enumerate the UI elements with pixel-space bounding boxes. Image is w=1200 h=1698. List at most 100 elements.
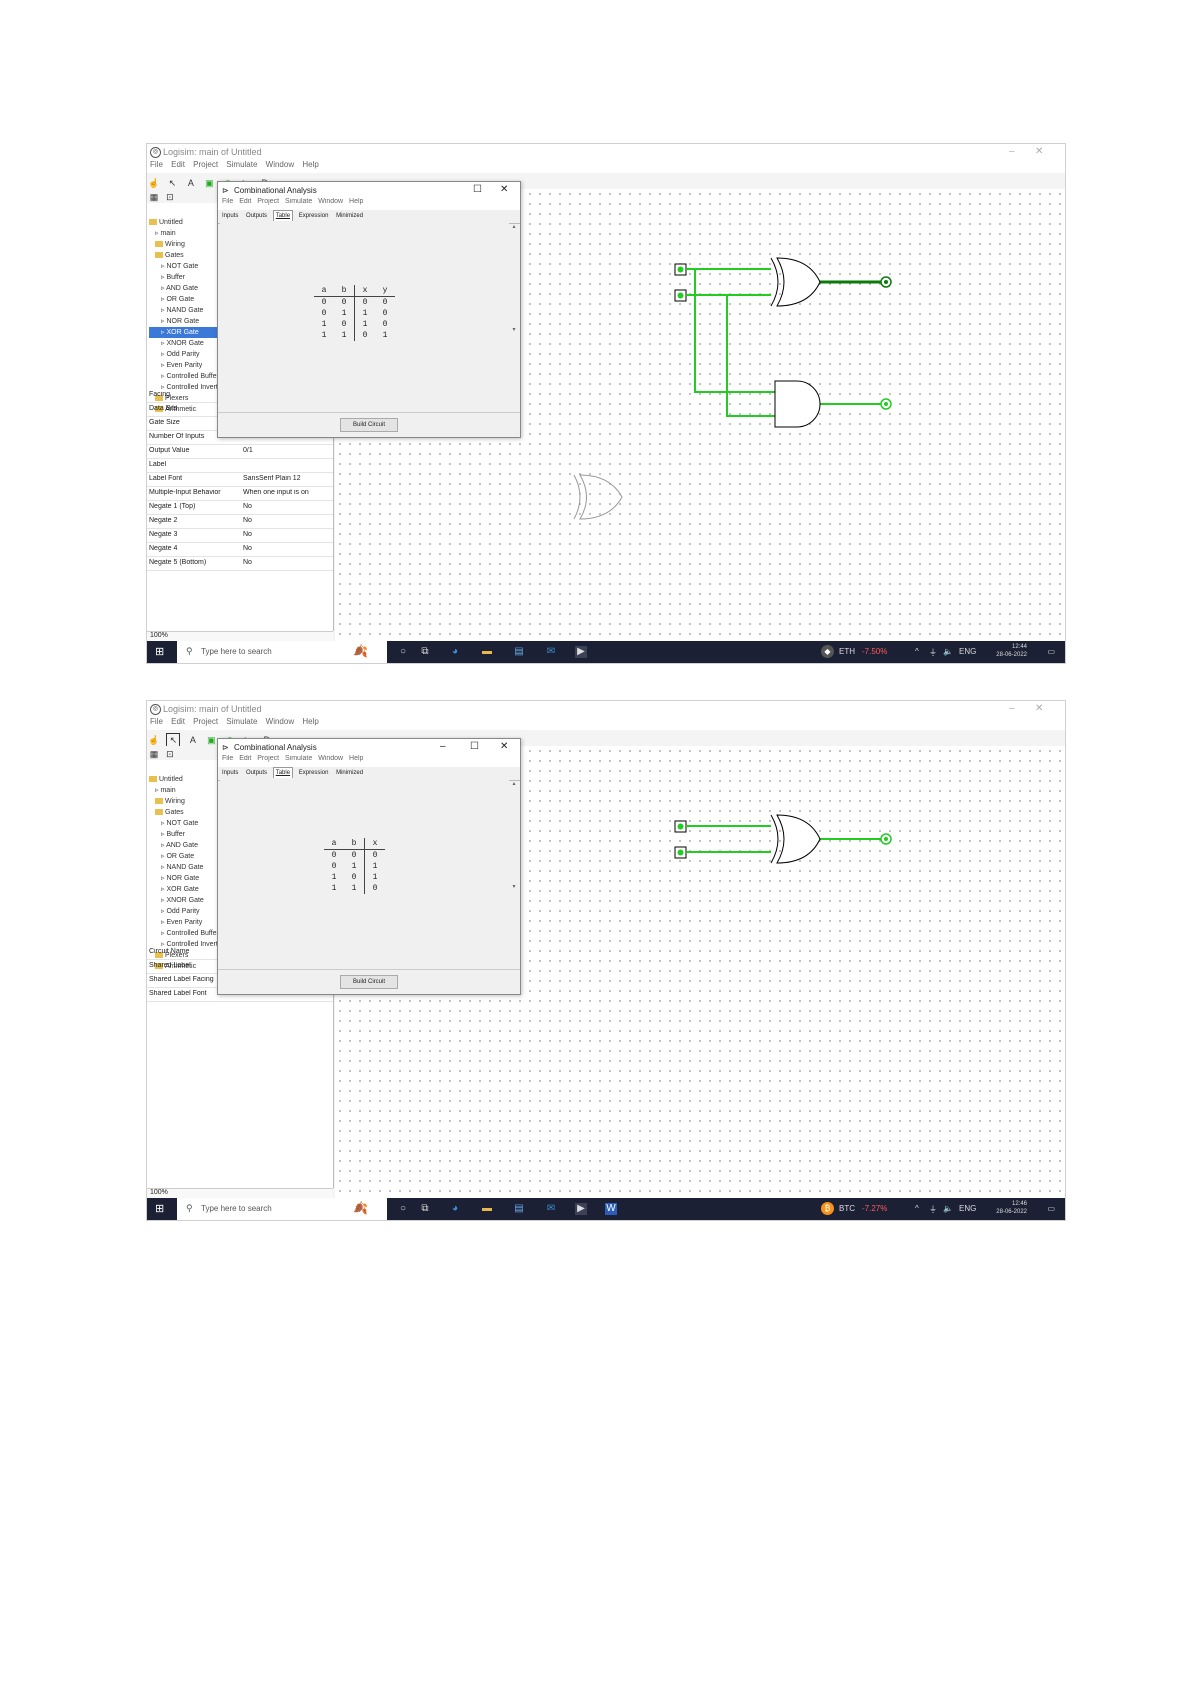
- tab-table[interactable]: Table: [272, 210, 294, 221]
- tree-item[interactable]: ▹ NOR Gate: [149, 873, 219, 884]
- poke-tool-icon[interactable]: ☝: [148, 735, 160, 745]
- tree-item[interactable]: ▹ XOR Gate: [149, 884, 219, 895]
- output-cell[interactable]: 1: [382, 331, 388, 340]
- attribute-value[interactable]: No: [243, 503, 252, 510]
- minimize-icon[interactable]: –: [1009, 146, 1015, 157]
- tree-item[interactable]: Untitled: [149, 774, 219, 785]
- output-cell[interactable]: 0: [364, 849, 385, 861]
- output-cell[interactable]: 1: [364, 872, 385, 883]
- tree-item[interactable]: Untitled: [149, 217, 219, 228]
- tray-chevron-icon[interactable]: ^: [915, 647, 919, 656]
- tree-item[interactable]: Arithmetic: [149, 404, 219, 415]
- tab-outputs[interactable]: Outputs: [246, 770, 268, 776]
- tab-minimized[interactable]: Minimized: [336, 213, 364, 219]
- tree-item[interactable]: Wiring: [149, 239, 219, 250]
- attribute-value[interactable]: SansSerif Plain 12: [243, 475, 301, 482]
- language-indicator[interactable]: ENG: [959, 647, 977, 656]
- tree-item[interactable]: ▹ Controlled Buffer: [149, 371, 219, 382]
- and-gate[interactable]: [774, 380, 821, 428]
- zoom-level[interactable]: 100%: [150, 1189, 168, 1196]
- input-pin-icon[interactable]: ▣: [205, 178, 214, 188]
- dialog-menu-window[interactable]: Window: [318, 198, 344, 205]
- xor-gate[interactable]: [776, 814, 821, 864]
- cortana-icon[interactable]: ○: [399, 646, 407, 657]
- menu-project[interactable]: Project: [193, 717, 219, 726]
- tab-expression[interactable]: Expression: [298, 213, 329, 219]
- task-view-icon[interactable]: ⧉: [421, 1203, 429, 1214]
- tree-item[interactable]: ▹ XNOR Gate: [149, 338, 219, 349]
- dialog-scrollbar[interactable]: ▴▾: [512, 224, 516, 333]
- logisim-taskbar-icon[interactable]: ▶: [575, 646, 587, 658]
- tree-item[interactable]: ▹ AND Gate: [149, 840, 219, 851]
- dialog-menu-file[interactable]: File: [222, 755, 234, 762]
- tree-item[interactable]: ▹ Odd Parity: [149, 349, 219, 360]
- dialog-menu-project[interactable]: Project: [257, 198, 280, 205]
- dialog-menu-help[interactable]: Help: [349, 755, 364, 762]
- input-pin-icon[interactable]: ▣: [207, 735, 216, 745]
- poke-tool-icon[interactable]: ☝: [148, 178, 160, 188]
- attribute-value[interactable]: When one input is on: [243, 489, 309, 496]
- maximize-icon[interactable]: ☐: [470, 741, 479, 752]
- tab-inputs[interactable]: Inputs: [222, 770, 239, 776]
- tree-item[interactable]: ▹ main: [149, 228, 219, 239]
- close-icon[interactable]: ✕: [1035, 146, 1044, 157]
- system-clock[interactable]: 12:44 28-06-2022: [996, 643, 1027, 659]
- sim-icon[interactable]: ⊡: [166, 749, 174, 759]
- tree-item[interactable]: Wiring: [149, 796, 219, 807]
- attribute-value[interactable]: No: [243, 531, 252, 538]
- menu-window[interactable]: Window: [265, 717, 295, 726]
- tree-item[interactable]: Plexers: [149, 393, 219, 404]
- xor-gate[interactable]: [776, 257, 821, 307]
- dialog-menu-help[interactable]: Help: [349, 198, 364, 205]
- taskbar-search-box[interactable]: ⚲ Type here to search 🍂: [177, 641, 387, 663]
- notifications-icon[interactable]: ▭: [1047, 647, 1055, 656]
- system-clock[interactable]: 12:46 28-06-2022: [996, 1200, 1027, 1216]
- language-indicator[interactable]: ENG: [959, 1204, 977, 1213]
- tree-item[interactable]: Gates: [149, 807, 219, 818]
- tree-item[interactable]: ▹ OR Gate: [149, 851, 219, 862]
- file-explorer-icon[interactable]: ▬: [482, 1203, 492, 1214]
- maximize-icon[interactable]: ☐: [473, 184, 482, 195]
- dialog-close-icon[interactable]: ✕: [500, 184, 509, 195]
- text-tool-icon[interactable]: A: [189, 735, 196, 745]
- attribute-value[interactable]: No: [243, 517, 252, 524]
- tree-item[interactable]: Gates: [149, 250, 219, 261]
- select-tool-icon[interactable]: ↖: [166, 733, 181, 747]
- tree-item[interactable]: ▹ XOR Gate: [149, 327, 219, 338]
- word-icon[interactable]: W: [605, 1203, 617, 1215]
- tree-item[interactable]: ▹ Odd Parity: [149, 906, 219, 917]
- taskbar-search-box[interactable]: ⚲ Type here to search 🍂: [177, 1198, 387, 1220]
- tree-item[interactable]: ▹ NOR Gate: [149, 316, 219, 327]
- close-icon[interactable]: ✕: [1035, 703, 1044, 714]
- menu-project[interactable]: Project: [193, 160, 219, 169]
- network-icon[interactable]: ⏚: [929, 1205, 937, 1214]
- tree-item[interactable]: Arithmetic: [149, 961, 219, 972]
- file-explorer-icon[interactable]: ▬: [482, 646, 492, 657]
- tree-item[interactable]: ▹ NAND Gate: [149, 305, 219, 316]
- output-cell[interactable]: 0: [354, 296, 375, 308]
- dialog-menu-file[interactable]: File: [222, 198, 234, 205]
- tree-item[interactable]: ▹ Buffer: [149, 272, 219, 283]
- dialog-menu-simulate[interactable]: Simulate: [285, 755, 313, 762]
- attribute-row[interactable]: Label: [147, 459, 333, 473]
- dialog-scrollbar[interactable]: ▴▾: [512, 781, 516, 890]
- dialog-menu-edit[interactable]: Edit: [239, 198, 252, 205]
- minimize-dialog-icon[interactable]: –: [440, 741, 446, 752]
- tree-item[interactable]: ▹ OR Gate: [149, 294, 219, 305]
- dialog-close-icon[interactable]: ✕: [500, 741, 509, 752]
- menu-simulate[interactable]: Simulate: [226, 160, 258, 169]
- tree-item[interactable]: ▹ XNOR Gate: [149, 895, 219, 906]
- tree-item[interactable]: ▹ AND Gate: [149, 283, 219, 294]
- menu-edit[interactable]: Edit: [171, 160, 185, 169]
- tree-item[interactable]: ▹ Even Parity: [149, 360, 219, 371]
- tree-item[interactable]: ▹ NAND Gate: [149, 862, 219, 873]
- output-cell[interactable]: 0: [382, 298, 388, 307]
- windows-start-icon[interactable]: ⊞: [155, 1203, 165, 1215]
- build-circuit-button[interactable]: Build Circuit: [340, 418, 398, 432]
- text-tool-icon[interactable]: A: [187, 178, 194, 188]
- network-icon[interactable]: ⏚: [929, 648, 937, 657]
- sim-icon[interactable]: ⊡: [166, 192, 174, 202]
- dialog-menu-window[interactable]: Window: [318, 755, 344, 762]
- minimize-icon[interactable]: –: [1009, 703, 1015, 714]
